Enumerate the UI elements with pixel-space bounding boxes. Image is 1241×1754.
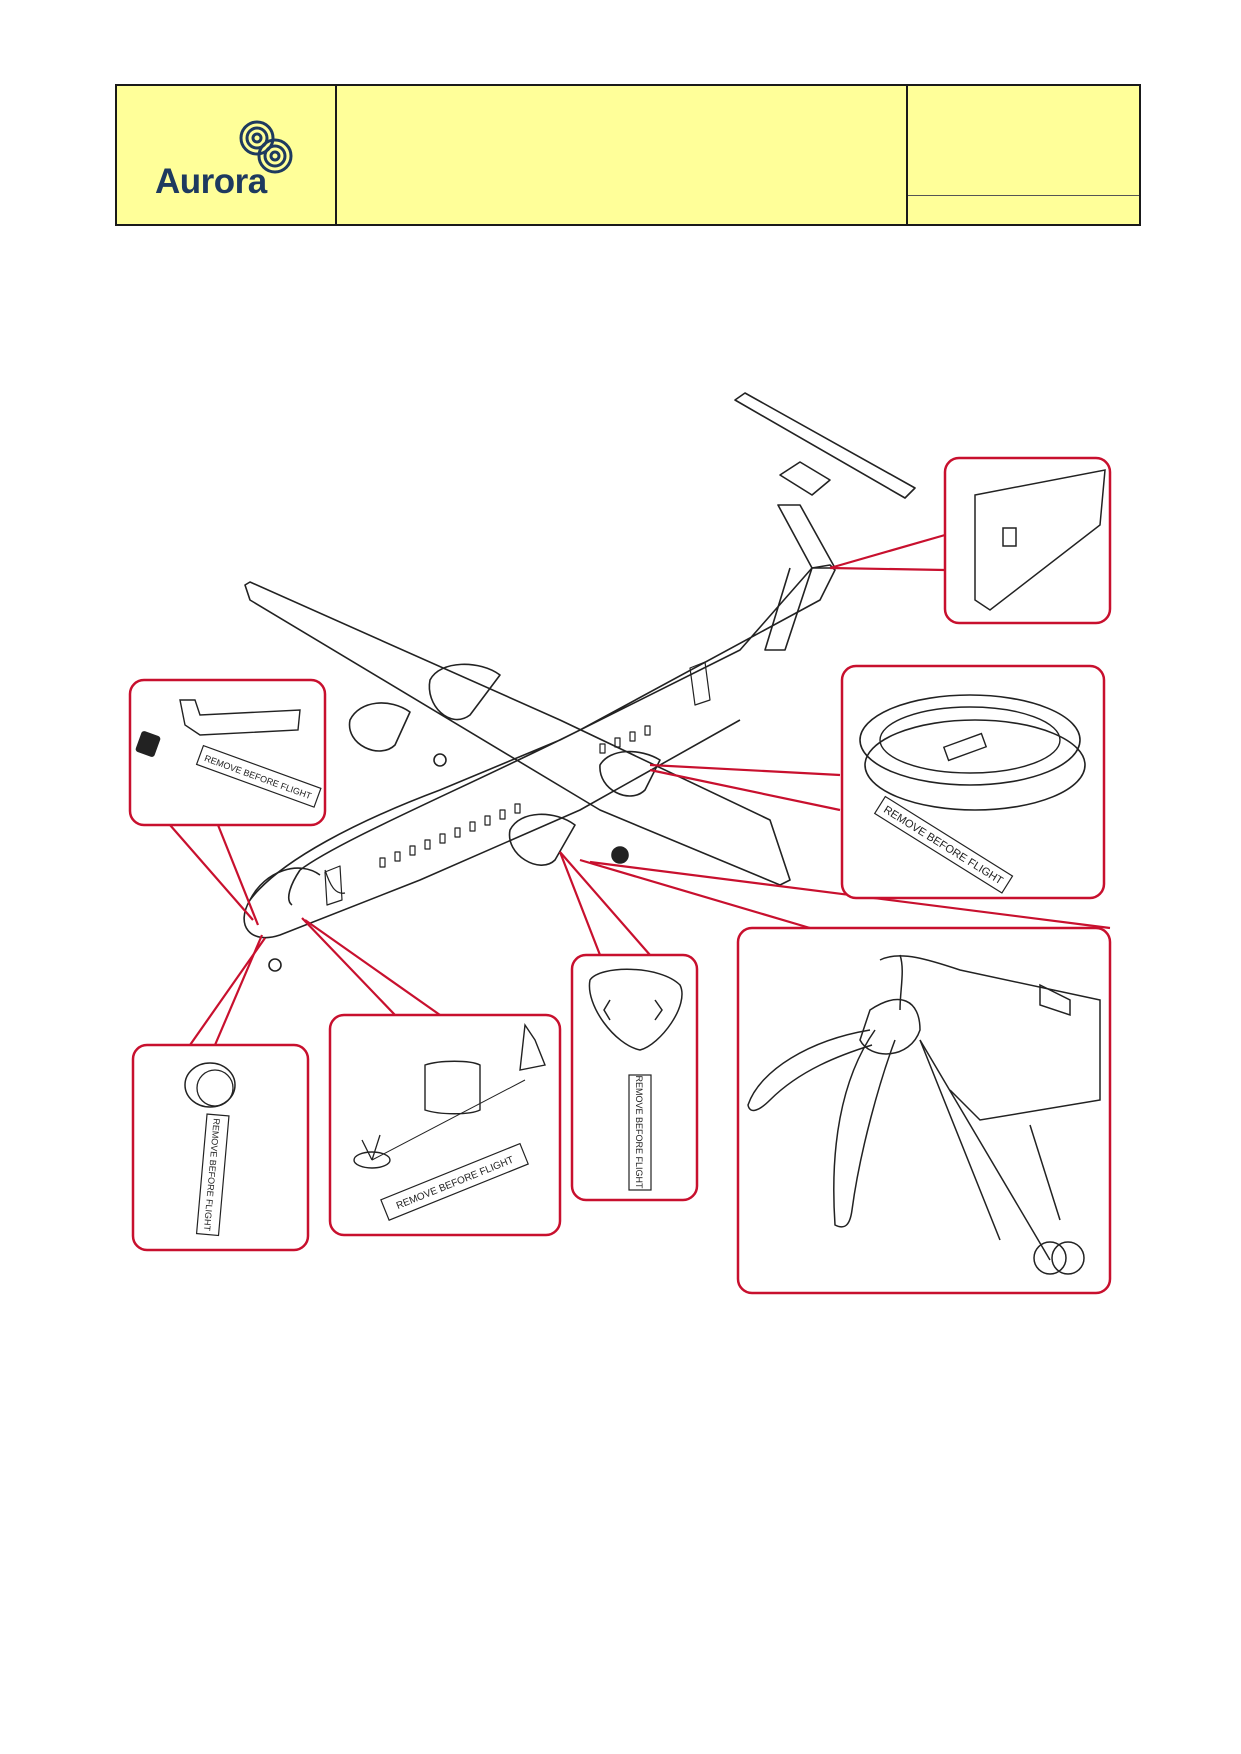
callout-static-port-cover: REMOVE BEFORE FLIGHT	[131, 1043, 310, 1252]
callout-intake-cover: REMOVE BEFORE FLIGHT	[840, 664, 1106, 900]
logo-wordmark: Aurora	[155, 162, 267, 201]
reference-cell	[908, 86, 1139, 224]
callout-exhaust-cover: REMOVE BEFORE FLIGHT	[570, 953, 699, 1202]
callout-tail-cover	[943, 456, 1112, 625]
horizontal-stabilizer	[734, 392, 916, 499]
aurora-logo-icon	[239, 120, 293, 174]
vertical-tail	[777, 504, 836, 569]
document-title-cell	[337, 86, 908, 224]
callout-probe-covers: REMOVE BEFORE FLIGHT	[328, 1013, 562, 1237]
callout-pitot-cover: REMOVE BEFORE FLIGHT	[128, 678, 327, 827]
logo-cell: Aurora	[117, 86, 337, 224]
left-engine-nacelle	[428, 663, 501, 721]
reference-top	[908, 86, 1139, 196]
fuselage	[243, 564, 836, 939]
main-wing	[244, 581, 791, 886]
cabin-windows	[379, 725, 651, 868]
document-header: Aurora	[115, 84, 1141, 226]
callout-propeller-gear	[736, 926, 1112, 1295]
tag-label-exhaust: REMOVE BEFORE FLIGHT	[634, 1075, 644, 1189]
right-engine-nacelle	[508, 813, 576, 866]
callout-leaders	[169, 533, 1111, 1046]
